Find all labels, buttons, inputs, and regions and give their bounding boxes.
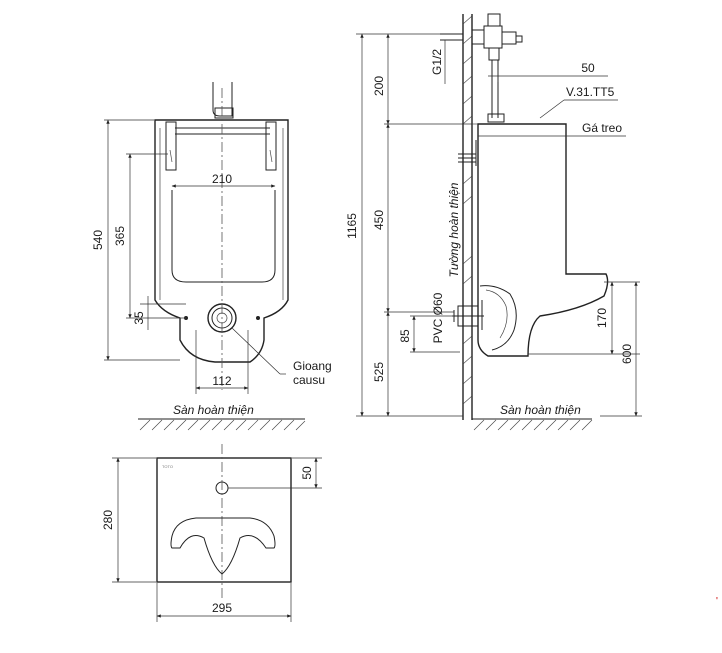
- label-gasket-1: Gioang: [293, 359, 332, 373]
- dim-295: 295: [212, 601, 232, 615]
- label-valve-model: V.31.TT5: [566, 85, 615, 99]
- pvc-outlet: [452, 300, 484, 330]
- label-gasket-2: causu: [293, 373, 325, 387]
- red-mark: ': [716, 596, 718, 607]
- urinal-body: [477, 123, 609, 357]
- top-view: TOTO 280 50 295: [101, 444, 322, 622]
- dim-525: 525: [372, 362, 386, 382]
- dim-280: 280: [101, 510, 115, 530]
- label-thread: G1/2: [430, 49, 444, 75]
- label-pvc: PVC Ø60: [431, 292, 445, 343]
- label-bracket: Gá treo: [582, 121, 622, 135]
- dim-85: 85: [398, 329, 412, 343]
- side-view: G1/2 50 V.31.TT5 Gá treo Tường hoàn thiệ…: [345, 13, 642, 431]
- side-floor-hatch: [473, 419, 593, 431]
- dim-200: 200: [372, 76, 386, 96]
- hanging-bracket: [458, 140, 477, 166]
- dim-170: 170: [595, 308, 609, 328]
- brand-mark: TOTO: [162, 464, 173, 469]
- label-wall: Tường hoàn thiện: [447, 182, 461, 277]
- dim-1165: 1165: [345, 213, 359, 239]
- dim-35: 35: [132, 311, 146, 325]
- dim-side-50: 50: [581, 61, 595, 75]
- dim-365: 365: [113, 226, 127, 246]
- front-floor-hatch: [139, 419, 306, 431]
- front-view: 540 365 35 210 112 Gioang causu Sàn hoàn…: [91, 82, 332, 431]
- dim-540: 540: [91, 230, 105, 250]
- front-floor-label: Sàn hoàn thiện: [173, 403, 254, 417]
- dim-210: 210: [212, 172, 232, 186]
- wall-hatch: [462, 15, 473, 405]
- side-floor-label: Sàn hoàn thiện: [500, 403, 581, 417]
- dim-112: 112: [212, 374, 231, 388]
- dim-450: 450: [372, 210, 386, 230]
- dim-top-50: 50: [300, 466, 314, 480]
- flush-valve: [440, 13, 523, 123]
- dim-600: 600: [620, 344, 634, 364]
